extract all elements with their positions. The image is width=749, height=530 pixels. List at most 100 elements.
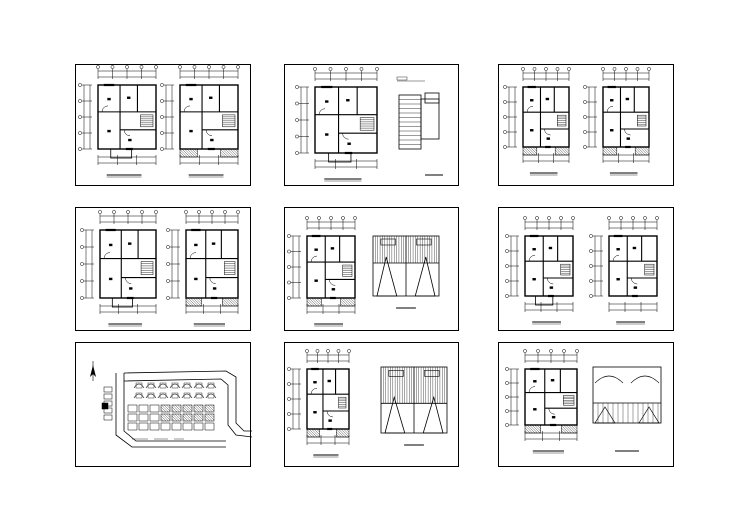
room-tag [548, 246, 553, 250]
roof-plan [396, 76, 443, 176]
room-tag [325, 100, 329, 103]
room-tag [610, 99, 614, 102]
house-block [182, 404, 193, 413]
room-tag [129, 287, 133, 290]
house-lot [157, 393, 169, 399]
house-block [138, 413, 149, 422]
terrace-hatch [522, 146, 538, 156]
room-tag [108, 243, 113, 247]
house-block [182, 413, 193, 422]
room-tag [530, 128, 534, 132]
stair [637, 114, 647, 127]
door-swing [183, 105, 191, 112]
stair [557, 114, 567, 127]
door-swing [606, 105, 614, 113]
house-block [138, 404, 149, 413]
door-swing [326, 410, 333, 418]
gable [594, 406, 616, 424]
door-swing [125, 277, 132, 284]
room-tag [625, 97, 630, 101]
room-tag [107, 129, 111, 133]
drawing-sheet-4 [75, 207, 251, 331]
door-swing [310, 387, 318, 395]
site-plan [90, 361, 252, 448]
drawing-sheet-8 [284, 342, 459, 467]
dimension-lines [589, 216, 659, 312]
dimension-lines [160, 65, 240, 165]
dimension-lines [287, 349, 351, 445]
plan-outer-wall [185, 229, 239, 299]
room-tag [330, 247, 335, 250]
door-swing [546, 277, 554, 285]
house-block [204, 413, 215, 422]
house-block [127, 422, 138, 431]
house-lot [193, 393, 205, 399]
room-tag [533, 408, 537, 411]
room-tag [313, 381, 317, 384]
floor-plan [583, 67, 651, 176]
house-lot [169, 383, 181, 389]
door-swing [101, 105, 109, 112]
door-swing [342, 133, 349, 140]
sheet-6-drawing [505, 216, 659, 325]
gable [384, 395, 406, 434]
floor-plan [295, 67, 379, 182]
room-tag [189, 129, 193, 133]
room-tag [616, 277, 620, 281]
sheet-5-drawing [287, 216, 440, 327]
floor-plan [503, 67, 571, 176]
room-tag [108, 277, 113, 281]
roof-elevation [380, 366, 448, 446]
terrace-hatch [554, 146, 570, 156]
room-tag [212, 287, 217, 290]
road-edge [123, 370, 252, 432]
door-swing [528, 386, 536, 393]
room-tag [346, 99, 350, 102]
room-tag [632, 246, 637, 250]
room-tag [211, 242, 216, 245]
terrace-hatch [220, 148, 239, 158]
dimension-lines [295, 67, 379, 169]
house-lot [145, 393, 157, 399]
door-swing [528, 254, 536, 262]
room-tag [325, 133, 329, 136]
drawing-sheet-5 [284, 207, 459, 331]
terrace-hatch [179, 148, 198, 158]
floor-plan [505, 216, 575, 325]
door-swing [189, 252, 197, 259]
plan-outer-wall [99, 229, 157, 299]
dimension-lines [505, 216, 575, 312]
house-block [149, 404, 160, 413]
road-edge [123, 373, 226, 442]
house-lot [181, 383, 193, 389]
gable [376, 256, 398, 297]
porch [111, 297, 133, 308]
terrace-hatch [340, 297, 356, 307]
door-swing [123, 129, 131, 137]
sheet-3-drawing [503, 67, 651, 176]
road-edge [123, 378, 252, 438]
room-tag [347, 142, 351, 145]
room-tag [549, 286, 554, 289]
roof-elevation [372, 235, 440, 309]
drawing-sheet-9 [498, 342, 674, 467]
house-lot [145, 383, 157, 389]
house-block [193, 413, 204, 422]
door-swing [310, 255, 318, 263]
room-tag [127, 96, 131, 99]
house-block [160, 413, 171, 422]
room-tag [128, 138, 132, 142]
terrace-hatch [185, 297, 202, 307]
house-block [160, 422, 171, 431]
sheet-7-drawing [90, 361, 252, 448]
drawing-sheet-6 [498, 207, 674, 331]
room-tag [210, 138, 214, 142]
outbuilding [103, 393, 113, 400]
room-tag [610, 128, 614, 132]
house-block [193, 422, 204, 431]
house-block [138, 422, 149, 431]
door-swing [548, 408, 555, 415]
house-block [171, 422, 182, 431]
porch [110, 148, 133, 159]
door-swing [624, 128, 631, 136]
